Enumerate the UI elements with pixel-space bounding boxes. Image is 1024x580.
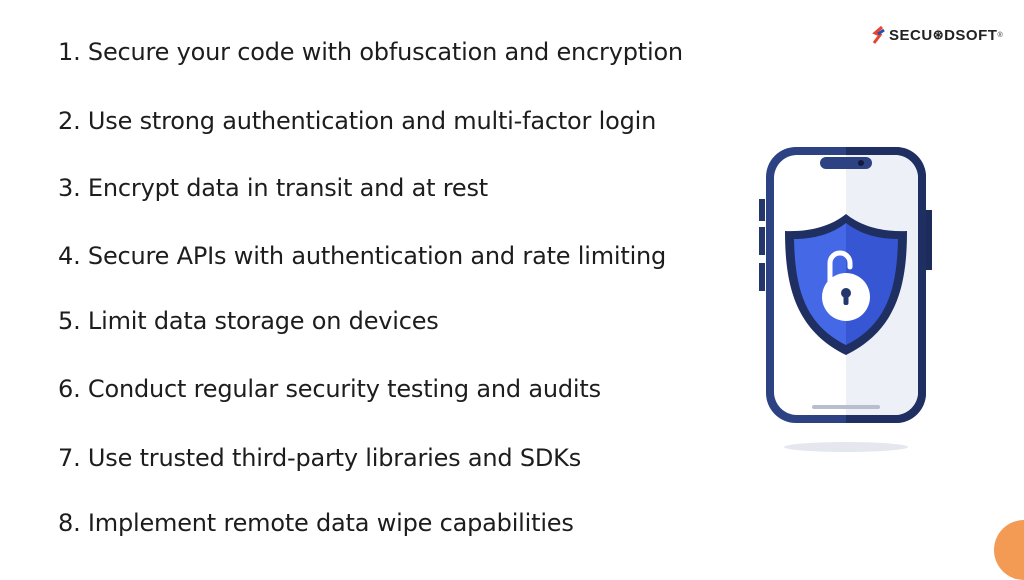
phone-notch [820, 157, 872, 169]
list-item: 5. Limit data storage on devices [58, 307, 439, 335]
list-item: 8. Implement remote data wipe capabiliti… [58, 509, 574, 537]
list-item: 2. Use strong authentication and multi-f… [58, 107, 657, 135]
unlocked-padlock-icon [822, 250, 870, 321]
shadow [784, 442, 908, 452]
home-bar [812, 405, 880, 409]
list-item: 3. Encrypt data in transit and at rest [58, 174, 488, 202]
phone-shield-illustration [759, 147, 932, 452]
list-item: 7. Use trusted third-party libraries and… [58, 444, 582, 472]
registered-mark: ® [997, 31, 1004, 39]
list-item: 1. Secure your code with obfuscation and… [58, 38, 683, 66]
logo-mark-icon [872, 26, 885, 44]
list-item: 6. Conduct regular security testing and … [58, 375, 601, 403]
decorative-orange-circle [994, 520, 1024, 580]
list-item: 4. Secure APIs with authentication and r… [58, 242, 667, 270]
securdsoft-logo: SECU⊛DSOFT® [872, 26, 1003, 44]
